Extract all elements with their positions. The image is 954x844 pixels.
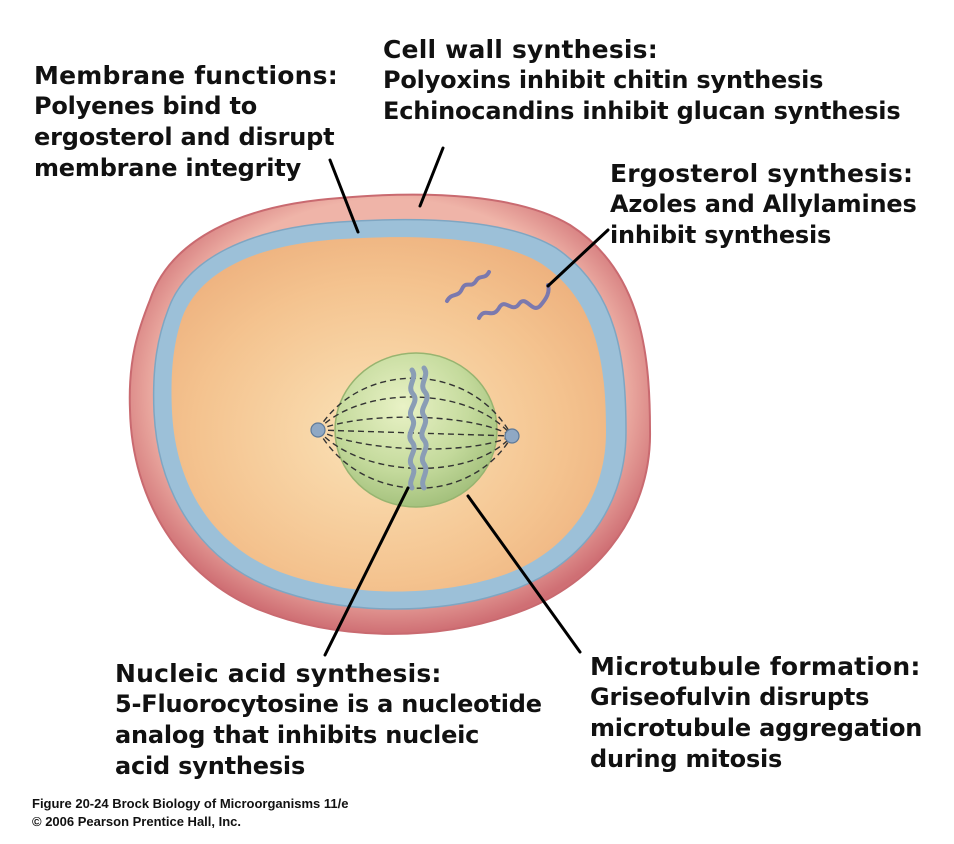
membrane-functions-text-1: Polyenes bind to [34, 92, 258, 120]
membrane-leader-line [328, 158, 360, 234]
microtubule-formation-text-1: Griseofulvin disrupts [590, 683, 870, 711]
figure-caption-line-1: Figure 20-24 Brock Biology of Microorgan… [32, 796, 349, 811]
ergosterol-leader-line [546, 228, 610, 288]
microtubule-formation-label: Microtubule formation: Griseofulvin disr… [590, 651, 922, 775]
nucleic-acid-synthesis-text-3: acid synthesis [115, 752, 306, 780]
figure-caption-line-2: © 2006 Pearson Prentice Hall, Inc. [32, 814, 242, 829]
ergosterol-synthesis-text-2: inhibit synthesis [610, 221, 832, 249]
nucleic-acid-synthesis-text-2: analog that inhibits nucleic [115, 721, 480, 749]
chromosomes [407, 365, 430, 491]
ergosterol-molecule [477, 283, 551, 320]
cell-wall-leader-line [418, 146, 445, 208]
ergosterol-synthesis-label: Ergosterol synthesis: Azoles and Allylam… [610, 158, 917, 251]
cell-wall-synthesis-heading: Cell wall synthesis: [383, 35, 658, 64]
microtubule-formation-text-3: during mitosis [590, 745, 783, 773]
cell-wall-synthesis-label: Cell wall synthesis: Polyoxins inhibit c… [383, 34, 901, 127]
nucleic-acid-leader-line [323, 486, 410, 657]
ergosterol-molecule [445, 270, 491, 303]
nucleic-acid-synthesis-heading: Nucleic acid synthesis: [115, 659, 442, 688]
membrane-functions-heading: Membrane functions: [34, 61, 338, 90]
nucleic-acid-synthesis-text-1: 5-Fluorocytosine is a nucleotide [115, 690, 542, 718]
nucleic-acid-synthesis-label: Nucleic acid synthesis: 5-Fluorocytosine… [115, 658, 542, 782]
cell-wall-synthesis-text-2: Echinocandins inhibit glucan synthesis [383, 97, 901, 125]
centriole-right [504, 428, 520, 444]
membrane-functions-label: Membrane functions: Polyenes bind to erg… [34, 60, 338, 184]
centriole-left [310, 422, 326, 438]
membrane-functions-text-3: membrane integrity [34, 154, 302, 182]
ergosterol-synthesis-text-1: Azoles and Allylamines [610, 190, 917, 218]
cell-wall-synthesis-text-1: Polyoxins inhibit chitin synthesis [383, 66, 824, 94]
membrane-functions-text-2: ergosterol and disrupt [34, 123, 335, 151]
ergosterol-synthesis-heading: Ergosterol synthesis: [610, 159, 914, 188]
microtubule-formation-heading: Microtubule formation: [590, 652, 921, 681]
figure-caption: Figure 20-24 Brock Biology of Microorgan… [32, 795, 348, 831]
microtubule-formation-text-2: microtubule aggregation [590, 714, 923, 742]
microtubule-leader-line [466, 494, 582, 654]
